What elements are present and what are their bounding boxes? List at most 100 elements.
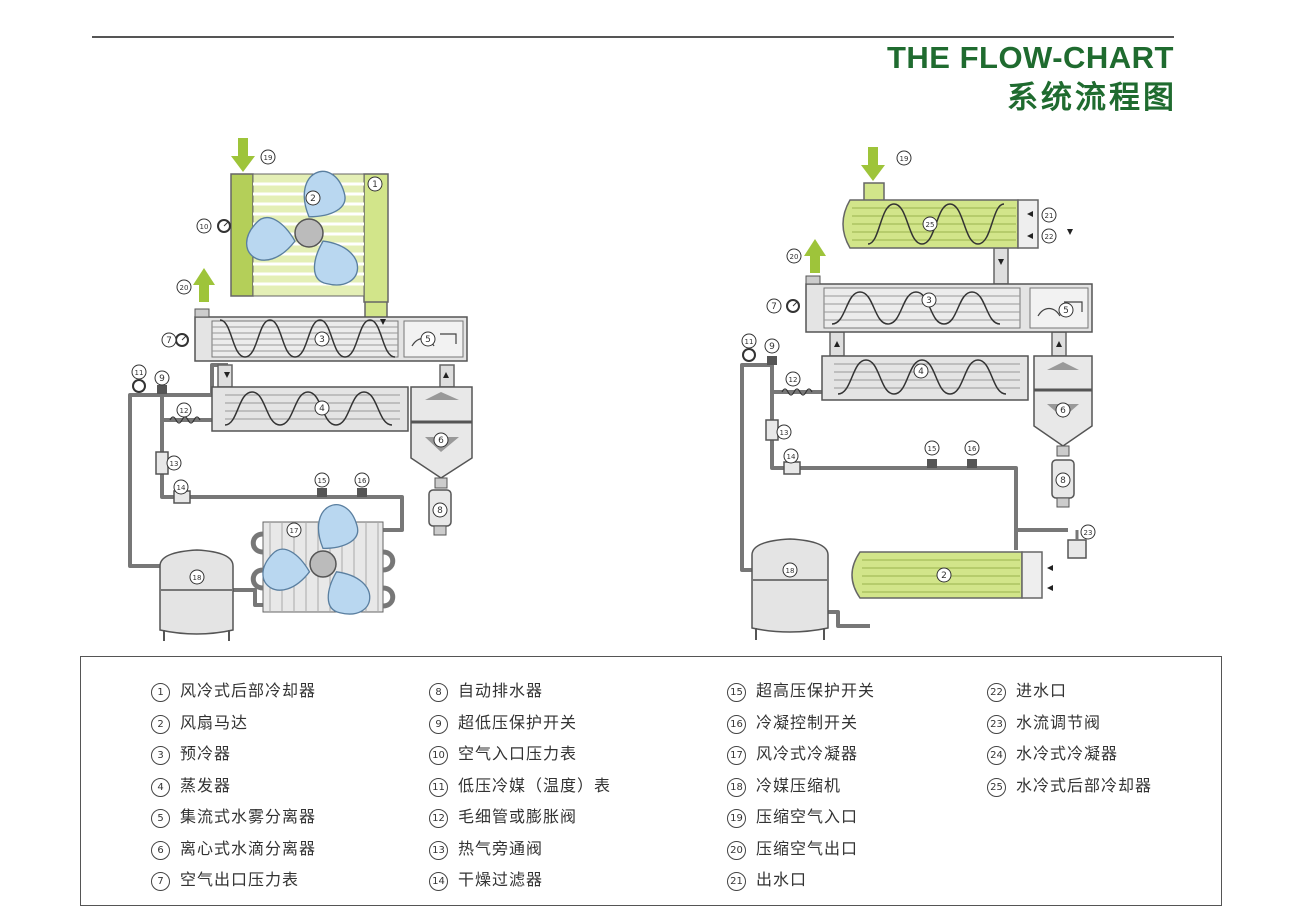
right-air-outlet-arrow xyxy=(804,239,826,273)
left-low-pressure-switch-9 xyxy=(157,385,167,394)
legend-label: 水冷式后部冷却器 xyxy=(1016,775,1153,795)
left-callout-2: 2 xyxy=(305,190,321,206)
legend-number-badge: 16 xyxy=(727,714,746,734)
svg-text:8: 8 xyxy=(1060,476,1066,486)
legend-label: 水冷式冷凝器 xyxy=(1016,744,1119,763)
right-callout-20: 20 xyxy=(786,248,802,264)
left-inlet-gauge-10 xyxy=(217,219,231,233)
svg-text:13: 13 xyxy=(780,429,789,437)
legend-number-badge: 1 xyxy=(151,683,170,702)
svg-text:9: 9 xyxy=(159,374,165,384)
right-callout-13: 13 xyxy=(776,424,792,440)
legend-label: 热气旁通阀 xyxy=(458,838,544,858)
flow-arrow-marker xyxy=(1027,211,1033,217)
legend-item: 13 热气旁通阀 xyxy=(429,835,543,860)
legend-label: 水流调节阀 xyxy=(1016,712,1102,732)
legend-item: 7 空气出口压力表 xyxy=(151,866,299,891)
right-callout-8: 8 xyxy=(1055,472,1071,488)
left-air-piping xyxy=(217,299,455,388)
legend-label: 空气出口压力表 xyxy=(180,870,300,889)
legend-label: 自动排水器 xyxy=(458,681,544,700)
legend-label: 离心式水滴分离器 xyxy=(180,838,317,858)
right-callout-3: 3 xyxy=(921,292,937,308)
legend-number-badge: 12 xyxy=(429,809,448,828)
left-evaporator xyxy=(211,386,409,432)
flow-arrow-marker xyxy=(380,319,386,325)
right-callout-9: 9 xyxy=(764,338,780,354)
left-callout-17: 17 xyxy=(286,522,302,538)
legend-number-badge: 7 xyxy=(151,872,170,891)
left-hot-gas-bypass-valve xyxy=(155,451,169,475)
legend-label: 干燥过滤器 xyxy=(458,870,544,889)
left-callout-5: 5 xyxy=(420,331,436,347)
legend-number-badge: 9 xyxy=(429,714,448,734)
left-callout-4: 4 xyxy=(314,400,330,416)
right-callout-6: 6 xyxy=(1055,402,1071,418)
right-callout-25: 25 xyxy=(922,216,938,232)
svg-text:7: 7 xyxy=(771,302,777,312)
svg-text:4: 4 xyxy=(918,367,924,377)
left-outlet-gauge-7 xyxy=(175,333,189,347)
left-callout-15: 15 xyxy=(314,472,330,488)
left-centrifugal-separator xyxy=(410,386,473,489)
legend-number-badge: 18 xyxy=(727,777,746,797)
right-callout-18: 18 xyxy=(782,562,798,578)
svg-text:16: 16 xyxy=(968,445,977,453)
legend-label: 冷媒压缩机 xyxy=(756,775,842,795)
legend-label: 空气入口压力表 xyxy=(458,744,578,763)
svg-text:11: 11 xyxy=(135,369,144,377)
svg-text:15: 15 xyxy=(318,477,327,485)
right-auto-drain xyxy=(1051,459,1075,508)
flow-arrow-marker xyxy=(834,341,840,347)
flow-arrow-marker xyxy=(998,259,1004,265)
left-callout-9: 9 xyxy=(154,370,170,386)
legend-number-badge: 2 xyxy=(151,714,170,734)
left-callout-12: 12 xyxy=(176,402,192,418)
legend-number-badge: 20 xyxy=(727,840,746,860)
legend-number-badge: 13 xyxy=(429,840,448,860)
right-precooler xyxy=(805,275,1093,333)
legend-number-badge: 10 xyxy=(429,746,448,765)
legend-label: 低压冷媒（温度）表 xyxy=(458,775,612,795)
flow-arrow-marker xyxy=(1067,229,1073,235)
left-callout-1: 1 xyxy=(367,176,383,192)
svg-text:13: 13 xyxy=(170,460,179,468)
svg-text:11: 11 xyxy=(745,338,754,346)
left-air-cooled-diagram xyxy=(128,138,473,641)
flow-arrow-marker xyxy=(224,372,230,378)
legend-label: 蒸发器 xyxy=(180,775,232,795)
flow-arrow-marker xyxy=(1027,233,1033,239)
legend-label: 预冷器 xyxy=(180,744,232,763)
svg-text:5: 5 xyxy=(425,335,431,345)
left-callout-18: 18 xyxy=(189,569,205,585)
left-air-outlet-arrow xyxy=(193,268,215,302)
svg-text:25: 25 xyxy=(926,221,935,229)
svg-text:7: 7 xyxy=(166,336,172,346)
page-title-chinese: 系统流程图 xyxy=(1007,80,1177,116)
svg-text:3: 3 xyxy=(319,335,325,345)
svg-text:23: 23 xyxy=(1084,529,1093,537)
right-callout-2: 2 xyxy=(936,567,952,583)
flow-arrow-marker xyxy=(1047,565,1053,571)
top-divider xyxy=(92,36,1174,38)
legend-label: 风冷式冷凝器 xyxy=(756,744,859,763)
flow-arrow-marker xyxy=(1047,585,1053,591)
left-callout-3: 3 xyxy=(314,331,330,347)
right-outlet-gauge-7 xyxy=(786,299,800,313)
